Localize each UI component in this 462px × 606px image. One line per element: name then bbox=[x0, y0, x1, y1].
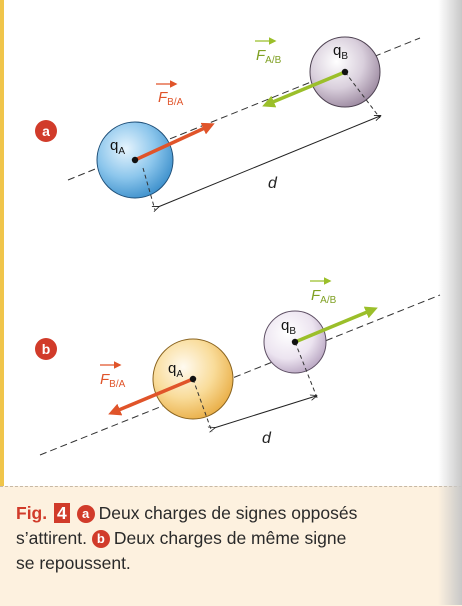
part-b-force-on-a-label: FB/A bbox=[100, 371, 126, 390]
part-a-force-on-a-symbol: F bbox=[158, 89, 168, 106]
part-a-charge-a-symbol: q bbox=[110, 137, 118, 154]
part-a-guide-b bbox=[344, 71, 381, 119]
part-a-charge-b-sub: B bbox=[341, 51, 348, 62]
part-a-distance-label: d bbox=[268, 175, 278, 192]
caption-line-3: se repoussent. bbox=[16, 551, 456, 576]
part-b-guide-b bbox=[294, 341, 319, 401]
caption-badge-b: b bbox=[91, 530, 110, 548]
part-b-force-on-b-sub: A/B bbox=[320, 295, 336, 306]
part-b-force-on-a-symbol: F bbox=[100, 371, 110, 388]
part-b-charge-a-sub: A bbox=[176, 369, 183, 380]
part-a-axis-line bbox=[67, 37, 421, 181]
part-b-charge-a-label: qA bbox=[168, 360, 183, 380]
part-a-charge-b-label: qB bbox=[333, 42, 348, 62]
caption-text-a: Deux charges de signes opposés bbox=[98, 503, 358, 523]
margin-rule bbox=[0, 0, 4, 605]
part-a-charge-a-sub: A bbox=[118, 146, 125, 157]
part-a-center-a bbox=[131, 156, 139, 164]
part-a-force-on-b-symbol: F bbox=[256, 47, 266, 64]
part-b-axis-line bbox=[39, 294, 441, 456]
part-a-center-b bbox=[341, 68, 349, 76]
part-a-charge-b-symbol: q bbox=[333, 42, 341, 59]
part-a-force-on-a-label: FB/A bbox=[158, 89, 184, 108]
page-curl-shadow bbox=[438, 0, 462, 605]
part-a: a d qA qB FB/A bbox=[35, 36, 421, 210]
part-b-charge-b-label: qB bbox=[281, 317, 296, 337]
caption-text-a-cont: s’attirent. bbox=[16, 528, 87, 548]
part-b-force-on-b-arrow bbox=[294, 306, 378, 344]
part-a-force-on-a-sub: B/A bbox=[167, 97, 183, 108]
part-b-badge-label: b bbox=[42, 341, 51, 357]
part-b: b d qA qB FB/A bbox=[35, 277, 441, 456]
part-b-force-on-b-label: FA/B bbox=[311, 287, 337, 306]
caption-text-b: Deux charges de même signe bbox=[113, 528, 347, 548]
part-b-distance-line bbox=[214, 396, 316, 428]
part-b-center-a bbox=[189, 375, 197, 383]
part-a-badge-label: a bbox=[42, 123, 50, 139]
part-a-force-on-b-sub: A/B bbox=[265, 55, 281, 66]
part-b-distance-label: d bbox=[262, 430, 272, 447]
part-a-force-on-b-label: FA/B bbox=[256, 47, 282, 66]
part-b-force-on-b-symbol: F bbox=[311, 287, 321, 304]
charges-diagram: a d qA qB FB/A bbox=[35, 36, 441, 456]
part-b-guide-a bbox=[192, 378, 213, 433]
part-b-center-b bbox=[291, 338, 299, 346]
part-b-force-on-a-arrow bbox=[108, 377, 194, 416]
part-a-charge-a-label: qA bbox=[110, 137, 125, 157]
part-b-charge-a-symbol: q bbox=[168, 360, 176, 377]
caption-text-b-cont: se repoussent. bbox=[16, 553, 131, 573]
part-a-force-on-b-arrow bbox=[262, 70, 346, 108]
caption-fig-label: Fig. bbox=[16, 503, 48, 523]
part-b-charge-b-sub: B bbox=[289, 326, 296, 337]
part-a-distance-line bbox=[158, 116, 380, 207]
caption-fig-number: 4 bbox=[53, 503, 70, 523]
part-b-badge bbox=[35, 338, 57, 360]
part-a-badge bbox=[35, 120, 57, 142]
part-b-charge-b-symbol: q bbox=[281, 317, 289, 334]
caption-badge-a: a bbox=[76, 505, 95, 523]
part-b-force-on-a-sub: B/A bbox=[109, 379, 125, 390]
